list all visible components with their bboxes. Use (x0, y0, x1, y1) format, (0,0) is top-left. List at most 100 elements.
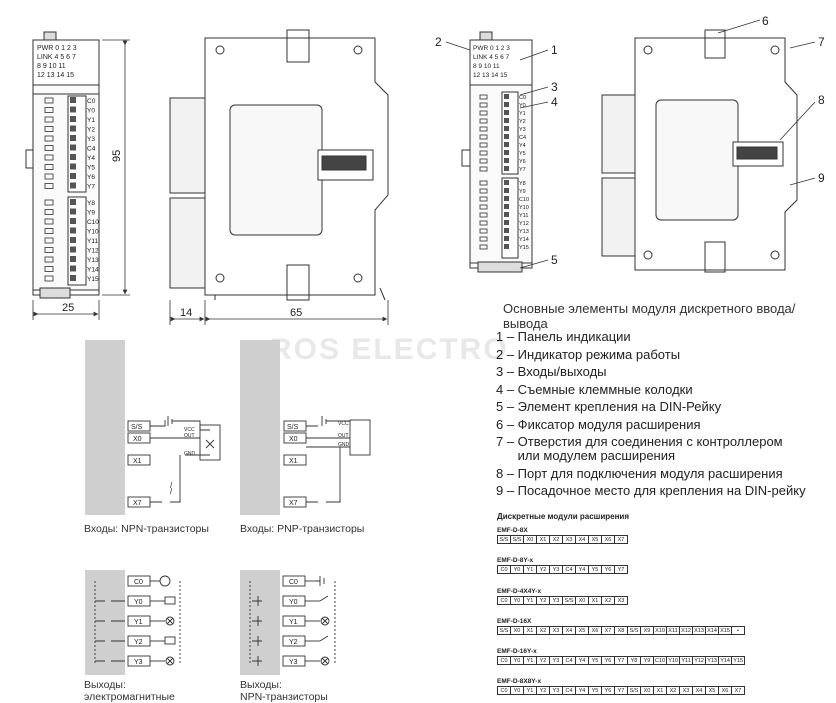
svg-text:X7: X7 (133, 500, 142, 507)
svg-text:X1: X1 (133, 458, 142, 465)
pnp-input-diagram (240, 340, 371, 515)
module-terminal-cell: Y3 (549, 656, 563, 665)
led-indicator (479, 244, 488, 250)
terminal-label: Y7 (87, 184, 95, 191)
module-terminal-cell: X7 (731, 686, 745, 695)
terminal-label: C0 (289, 579, 298, 586)
terminal-label: Y11 (519, 213, 528, 219)
led-indicator (479, 158, 488, 164)
terminal-screw (70, 116, 76, 122)
module-terminal-cell: C0 (497, 596, 511, 605)
module-terminal-cell: X1 (588, 596, 602, 605)
relay-output-caption-1: Выходы: (84, 679, 126, 691)
dim-side-width: 65 (290, 307, 302, 319)
dim-left: 14 (180, 307, 192, 319)
legend-item: 5 – Элемент крепления на DIN-Рейку (496, 399, 722, 414)
module-terminal-cell: X3 (549, 626, 563, 635)
lamp-load (165, 616, 175, 626)
legend-item: 1 – Панель индикации (496, 329, 631, 344)
terminal-label: Y2 (519, 119, 526, 125)
led-indicator (44, 266, 54, 272)
terminal-label: C0 (519, 95, 526, 101)
indicator-line: 8 9 10 11 (37, 63, 66, 70)
terminal-label: Y5 (519, 151, 526, 157)
legend-item: 9 – Посадочное место для крепления на DI… (496, 483, 806, 498)
module-terminal-cell: C4 (562, 656, 576, 665)
module-terminal-cell: X2 (666, 686, 680, 695)
svg-text:/: / (170, 481, 173, 490)
terminal-screw (504, 110, 509, 115)
module-terminal-cell: X10 (653, 626, 667, 635)
module-terminal-cell: • (731, 626, 745, 635)
led-indicator (44, 145, 54, 151)
module-terminal-cell: S/S (627, 626, 641, 635)
terminal-screw (504, 118, 509, 123)
terminal-screw (504, 158, 509, 163)
terminal-label: Y15 (87, 276, 99, 283)
dc-source-icon (315, 576, 325, 586)
front-dimensions (32, 39, 130, 320)
module-terminal-cell: Y15 (731, 656, 746, 665)
terminal-screw (504, 142, 509, 147)
npn-input-labels: S/S X0 X1 X7 VCC OUT GND / / (131, 424, 196, 507)
side-view (169, 29, 389, 301)
module-terminal-cell: C0 (497, 686, 511, 695)
front-terminals: C0Y0Y1Y2Y3C4Y4Y5Y6Y7Y8Y9C10Y10Y11Y12Y13Y… (44, 97, 99, 283)
module-terminal-cell: X3 (614, 596, 628, 605)
callout-1: 1 (551, 43, 558, 57)
module-name: EMF-D-8X (497, 527, 528, 534)
module-terminal-cell: S/S (497, 535, 511, 544)
module-terminal-cell: Y11 (679, 656, 694, 665)
module-terminal-cell: X11 (666, 626, 680, 635)
switch-load (319, 635, 329, 642)
terminal-screw (70, 199, 76, 205)
callout-6: 6 (762, 14, 769, 28)
legend-item: 2 – Индикатор режима работы (496, 346, 681, 362)
module-terminal-cell: X6 (588, 626, 602, 635)
terminal-screw (504, 212, 509, 217)
npn-input-diagram (85, 340, 221, 515)
module-terminal-cell: C0 (497, 656, 511, 665)
terminal-label: C10 (87, 219, 99, 226)
led-indicator (479, 118, 488, 124)
module-terminal-cell: Y0 (510, 565, 524, 574)
terminal-label: Y14 (87, 267, 99, 274)
led-indicator (44, 164, 54, 170)
callout-2: 2 (435, 35, 442, 49)
terminal-screw (70, 97, 76, 103)
module-terminal-cell: X0 (640, 686, 654, 695)
svg-text:GND: GND (338, 442, 350, 448)
module-terminal-cell: X12 (679, 626, 693, 635)
terminal-screw (70, 218, 76, 224)
terminal-label: Y3 (87, 136, 95, 143)
terminal-screw (504, 228, 509, 233)
led-indicator (44, 107, 54, 113)
module-terminal-cell: Y4 (575, 656, 589, 665)
module-terminal-cell: X2 (549, 535, 563, 544)
right-terminals: C0Y0Y1Y2Y3C4Y4Y5Y6Y7Y8Y9C10Y10Y11Y12Y13Y… (479, 94, 529, 251)
module-terminal-cell: C4 (562, 565, 576, 574)
module-terminal-cell: Y5 (588, 565, 602, 574)
dim-width: 25 (62, 302, 74, 314)
terminal-label: Y4 (87, 155, 95, 162)
indicator-line: 12 13 14 15 (473, 72, 508, 79)
npn-output-caption-2: NPN-транзисторы (240, 691, 328, 703)
module-terminal-cell: X2 (536, 626, 550, 635)
terminal-label: Y5 (87, 165, 95, 172)
terminal-label: Y0 (134, 599, 143, 606)
callout-3: 3 (551, 80, 558, 94)
terminal-screw (504, 236, 509, 241)
legend-item: или модулем расширения (496, 448, 676, 463)
terminal-screw (70, 154, 76, 160)
npn-output-caption-1: Выходы: (240, 679, 282, 691)
module-terminal-cell: Y5 (588, 656, 602, 665)
terminal-label: Y13 (87, 257, 99, 264)
lamp-load (320, 656, 330, 666)
led-indicator (479, 204, 488, 210)
module-terminal-cell: Y2 (536, 565, 550, 574)
module-name: EMF-D-8X8Y-x (497, 678, 542, 685)
callout-4: 4 (551, 95, 558, 109)
